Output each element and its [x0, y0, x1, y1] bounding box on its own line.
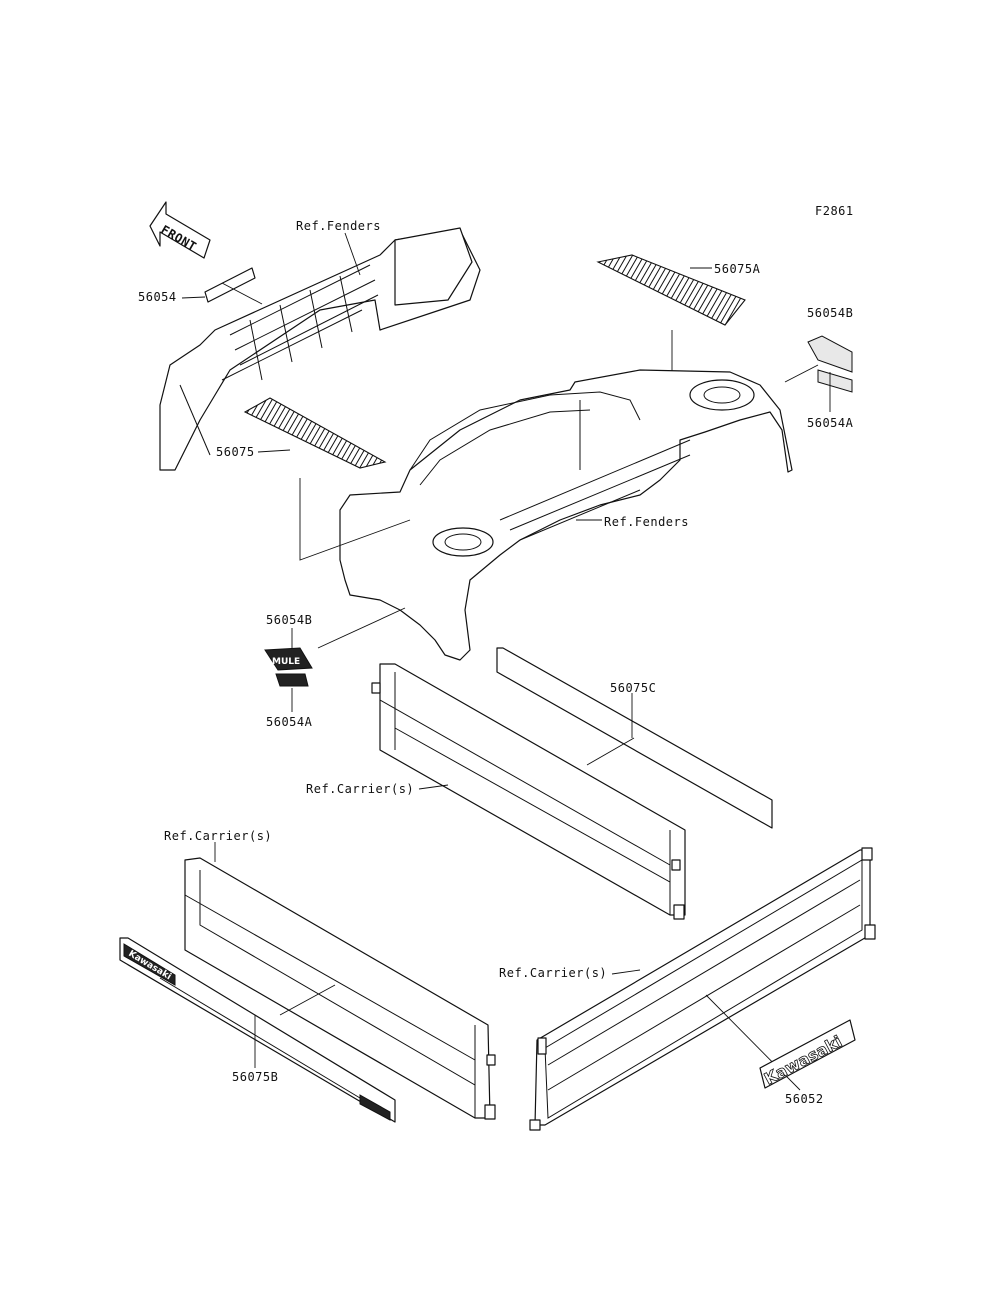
emblem-56052: Kawasaki: [759, 1019, 856, 1089]
label-56054A-left: 56054A: [266, 715, 313, 729]
label-ref-carrier-right: Ref.Carrier(s): [499, 966, 607, 980]
decal-56054: [204, 267, 256, 303]
label-ref-fenders-mid: Ref.Fenders: [604, 515, 689, 529]
mat-56075: [243, 397, 387, 469]
label-56054: 56054: [138, 290, 177, 304]
carrier-panel-middle: [371, 663, 686, 920]
label-ref-carrier-left: Ref.Carrier(s): [164, 829, 272, 843]
tailgate-right: [529, 847, 876, 1131]
label-56075: 56075: [216, 445, 255, 459]
decal-56054B-right: [807, 335, 853, 373]
label-ref-fenders-top: Ref.Fenders: [296, 219, 381, 233]
label-56054B-right: 56054B: [807, 306, 853, 320]
label-56052: 56052: [785, 1092, 824, 1106]
label-ref-carrier-mid: Ref.Carrier(s): [306, 782, 414, 796]
mat-56075A: [596, 254, 746, 326]
front-arrow-icon: FRONT: [149, 201, 211, 259]
mule-badge-text: MULE: [272, 657, 300, 667]
front-grille-part: [159, 227, 481, 471]
label-56054A-right: 56054A: [807, 416, 854, 430]
strip-56075C: [496, 647, 773, 829]
decal-mule-badge: MULE: [264, 647, 313, 687]
figure-code: F2861: [815, 204, 854, 218]
label-56075B: 56075B: [232, 1070, 278, 1084]
decal-56054A-right: [817, 369, 853, 393]
label-56054B-left: 56054B: [266, 613, 312, 627]
label-56075A: 56075A: [714, 262, 761, 276]
side-strip-56075B: Kawasaki: [119, 937, 396, 1123]
rear-fender-body: [339, 369, 793, 661]
label-56075C: 56075C: [610, 681, 656, 695]
carrier-panel-left: [184, 857, 496, 1120]
